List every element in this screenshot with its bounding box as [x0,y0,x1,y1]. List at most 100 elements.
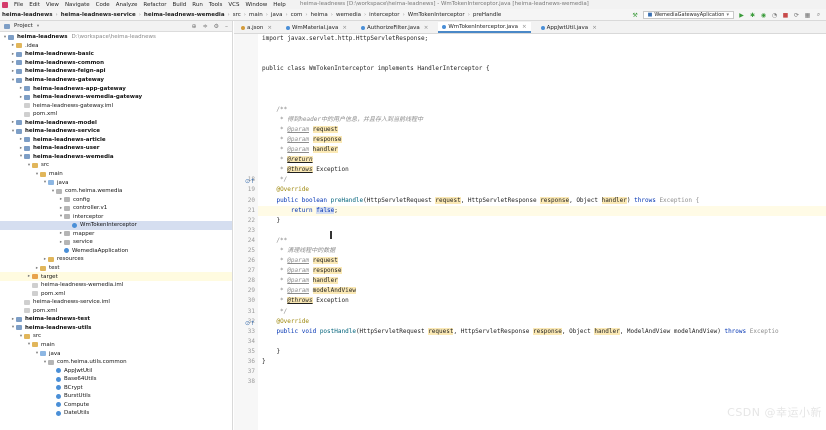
tree-item[interactable]: WmTokenInterceptor [0,221,232,230]
crumb-src[interactable]: src [232,11,241,18]
hammer-icon[interactable]: ⚒ [632,11,638,19]
tree-item[interactable]: ▸mapper [0,230,232,239]
chevron-down-icon[interactable]: ▾ [27,162,31,168]
chevron-right-icon[interactable]: ▸ [19,137,23,143]
close-icon[interactable]: × [423,24,429,31]
run-config-select[interactable]: ■WemediaGatewayAplication▾ [642,11,734,19]
tree-item[interactable]: ▾heima-leadnews-service [0,127,232,136]
tree-item[interactable]: Compute [0,401,232,410]
tree-item[interactable]: AppJwtUtil [0,366,232,375]
code-editor[interactable]: import javax.servlet.http.HttpServletRes… [258,34,826,430]
search-icon[interactable]: ⌕ [816,11,821,18]
project-view-select[interactable]: Project [14,23,33,29]
menu-vcs[interactable]: VCS [228,1,240,8]
chevron-right-icon[interactable]: ▸ [11,43,15,49]
close-icon[interactable]: × [342,24,348,31]
tree-item[interactable]: Base64Utils [0,375,232,384]
structure-icon[interactable]: ▦ [804,11,811,19]
menu-refactor[interactable]: Refactor [143,1,167,8]
tree-item[interactable]: ▸test [0,264,232,273]
menu-build[interactable]: Build [172,1,187,8]
chevron-right-icon[interactable]: ▸ [43,256,47,262]
tree-item[interactable]: ▸heima-leadnews-feign-api [0,67,232,76]
tree-item[interactable]: BCrypt [0,383,232,392]
chevron-down-icon[interactable]: ▾ [19,333,23,339]
tree-item[interactable]: ▸.idea [0,42,232,51]
chevron-down-icon[interactable]: ▾ [11,128,15,134]
stop-icon[interactable]: ■ [782,11,789,19]
chevron-down-icon[interactable]: ▾ [59,214,63,220]
tree-item[interactable]: ▸service [0,238,232,247]
tree-item[interactable]: ▾interceptor [0,212,232,221]
close-icon[interactable]: × [592,24,597,31]
tree-item[interactable]: ▾heima-leadnews-gateway [0,76,232,85]
tree-item[interactable]: ▸resources [0,255,232,264]
chevron-down-icon[interactable]: ▾ [3,34,7,40]
tree-item[interactable]: ▾com.heima.wemedia [0,187,232,196]
close-icon[interactable]: × [267,24,272,31]
tree-item[interactable]: ▾main [0,341,232,350]
crumb-wemedia-pkg[interactable]: wemedia [335,11,361,18]
crumb-method[interactable]: preHandle [472,11,502,18]
menu-edit[interactable]: Edit [29,1,40,8]
update-icon[interactable]: ⟳ [793,11,800,19]
tree-item[interactable]: DateUtils [0,409,232,418]
implementation-marker-icon[interactable]: ⊙↑ [245,178,256,185]
chevron-down-icon[interactable]: ▾ [11,325,15,331]
chevron-right-icon[interactable]: ▸ [59,197,63,203]
chevron-down-icon[interactable]: ▾ [11,77,15,83]
chevron-right-icon[interactable]: ▸ [11,51,15,57]
menu-code[interactable]: Code [95,1,110,8]
tree-item[interactable]: ▸controller.v1 [0,204,232,213]
tree-item[interactable]: ▸heima-leadnews-model [0,118,232,127]
tree-item[interactable]: heima-leadnews-wemedia.iml [0,281,232,290]
menu-run[interactable]: Run [192,1,203,8]
chevron-right-icon[interactable]: ▸ [19,86,23,92]
tree-item[interactable]: BurstUtils [0,392,232,401]
debug-icon[interactable]: ✱ [749,11,756,19]
chevron-down-icon[interactable]: ▾ [43,180,47,186]
tab-authorizefilter[interactable]: AuthorizeFilter.java× [357,22,432,33]
menu-window[interactable]: Window [245,1,268,8]
tree-item[interactable]: heima-leadnews-gateway.iml [0,101,232,110]
profile-icon[interactable]: ◔ [771,11,778,19]
menu-navigate[interactable]: Navigate [64,1,90,8]
chevron-right-icon[interactable]: ▸ [11,60,15,66]
crumb-interceptor[interactable]: interceptor [369,11,400,18]
crumb-com[interactable]: com [290,11,303,18]
run-icon[interactable]: ▶ [739,11,744,19]
crumb-java[interactable]: java [270,11,283,18]
tab-appjwtutil[interactable]: AppJwtUtil.java× [537,22,601,33]
tree-item[interactable]: ▸heima-leadnews-common [0,59,232,68]
tree-item[interactable]: ▸heima-leadnews-article [0,136,232,145]
chevron-right-icon[interactable]: ▸ [27,274,31,280]
tree-item[interactable]: ▸heima-leadnews-user [0,144,232,153]
tree-item[interactable]: ▸heima-leadnews-test [0,315,232,324]
gear-icon[interactable]: ⚙ [213,22,219,30]
chevron-down-icon[interactable]: ▾ [27,342,31,348]
chevron-right-icon[interactable]: ▸ [11,316,15,322]
chevron-right-icon[interactable]: ▸ [59,205,63,211]
tree-item[interactable]: ▾com.heima.utils.common [0,358,232,367]
tree-item[interactable]: heima-leadnews-service.iml [0,298,232,307]
menu-file[interactable]: File [14,1,24,8]
crumb-service[interactable]: heima-leadnews-service [60,11,136,18]
tab-a-json[interactable]: a.json× [237,22,276,33]
tree-item[interactable]: ▾heima-leadnews-wemedia [0,153,232,162]
chevron-down-icon[interactable]: ▾ [35,351,39,356]
chevron-down-icon[interactable]: ▾ [19,154,23,160]
chevron-down-icon[interactable]: ▾ [36,23,40,29]
coverage-icon[interactable]: ◉ [760,11,767,19]
tab-wmmaterial[interactable]: WmMaterial.java× [282,22,351,33]
hide-icon[interactable]: – [225,22,228,30]
tree-item[interactable]: pom.xml [0,289,232,298]
menu-help[interactable]: Help [273,1,286,8]
tree-item[interactable]: ▸target [0,272,232,281]
crumb-class[interactable]: WmTokenInterceptor [407,11,465,18]
implementation-marker-icon[interactable]: ⊙↑ [245,320,256,327]
chevron-right-icon[interactable]: ▸ [19,94,23,100]
tree-item[interactable]: ▸heima-leadnews-app-gateway [0,84,232,93]
tree-item[interactable]: ▸heima-leadnews-wemedia-gateway [0,93,232,102]
